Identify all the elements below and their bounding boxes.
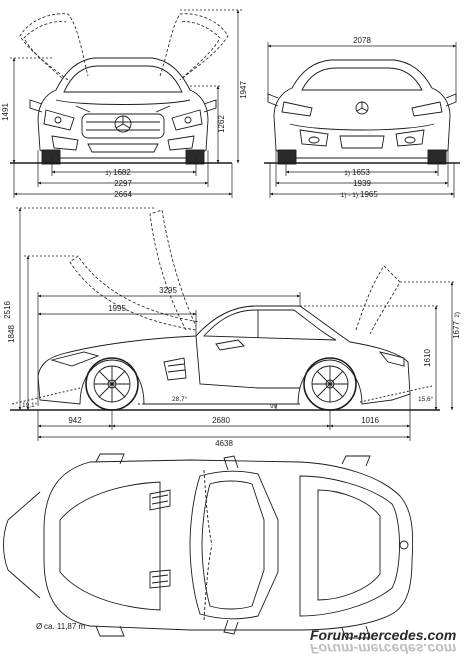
front-track-label: 1682 xyxy=(113,168,131,177)
rear-height-alt-prefix: 2) xyxy=(454,312,461,318)
door-span-label: 3295 xyxy=(159,286,177,295)
rear-height-alt-label: 1677 xyxy=(452,321,461,339)
turning-circle-label: ca. 11,87 m xyxy=(44,622,86,631)
top-view-body xyxy=(43,459,414,631)
front-height-doors-open-label: 1947 xyxy=(239,81,248,99)
side-view-dimensions xyxy=(16,207,456,441)
watermark-text: Forum-mercedes.com xyxy=(310,627,457,643)
rear-view xyxy=(264,59,460,165)
length-label: 4638 xyxy=(215,439,233,448)
breakover-angle-label: 28,7° xyxy=(172,395,188,403)
rear-track-prefix: 1) xyxy=(344,170,350,177)
rear-overhang-label: 1016 xyxy=(361,416,379,425)
side-view-doors-open xyxy=(69,209,401,335)
rear-wheel xyxy=(303,357,357,411)
front-wheel xyxy=(85,357,139,411)
front-width-doors-open-label: 2664 xyxy=(114,190,132,199)
rear-track-label: 1653 xyxy=(352,168,370,177)
watermark-reflection: Forum-mercedes.com xyxy=(310,641,457,657)
watermark: Forum-mercedes.com Forum-mercedes.com xyxy=(310,627,470,663)
front-overall-height-label: 1262 xyxy=(217,115,226,133)
rear-width-label: 1939 xyxy=(353,179,371,188)
rear-height-label: 1610 xyxy=(423,349,432,367)
ground-clearance-label: 99 xyxy=(270,403,278,410)
turning-circle-symbol: Ø xyxy=(36,622,42,631)
side-height-doors-open-label: 2516 xyxy=(3,301,12,319)
rear-width-alt-prefix: 1) - 1) xyxy=(341,192,358,199)
rear-view-dimensions xyxy=(267,42,457,198)
rear-view-body xyxy=(273,59,451,159)
front-overhang-label: 942 xyxy=(68,416,82,425)
front-track-prefix: 1) xyxy=(105,170,111,177)
rear-width-alt-label: 1965 xyxy=(360,190,378,199)
front-to-pillar-label: 1995 xyxy=(108,304,126,313)
side-height-label: 1848 xyxy=(7,325,16,343)
rear-width-mirrors-label: 2078 xyxy=(353,36,371,45)
front-view-dimensions xyxy=(10,9,242,198)
front-view xyxy=(10,13,232,165)
wheelbase-label: 2680 xyxy=(212,416,230,425)
front-height-label: 1491 xyxy=(1,103,10,121)
side-view xyxy=(10,209,440,411)
approach-angle-label: 19,1° xyxy=(22,401,38,409)
front-view-body xyxy=(37,57,209,159)
front-width-label: 2297 xyxy=(114,179,132,188)
departure-angle-label: 15,6° xyxy=(418,395,434,403)
top-view xyxy=(3,453,414,639)
front-view-doors-open xyxy=(19,13,229,81)
top-star-emblem-icon xyxy=(399,540,409,550)
